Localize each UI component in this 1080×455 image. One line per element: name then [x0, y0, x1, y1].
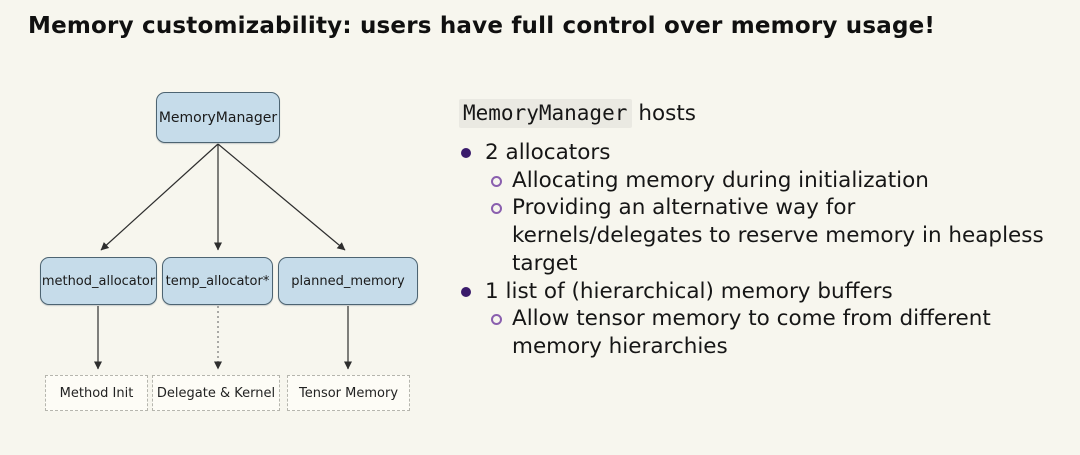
bullet-1-list-buffers: 1 list of (hierarchical) memory buffers [452, 278, 1050, 306]
bullet-providing-alternative: Providing an alternative way for kernels… [452, 194, 1050, 277]
bullet-list: 2 allocators Allocating memory during in… [452, 139, 1050, 361]
memory-manager-diagram: MemoryManager method_allocator temp_allo… [0, 0, 440, 455]
bullet-2-allocators: 2 allocators [452, 139, 1050, 167]
inline-code-memorymanager: MemoryManager [459, 99, 633, 128]
node-temp-allocator: temp_allocator* [162, 257, 273, 305]
node-planned-memory: planned_memory [278, 257, 418, 305]
bullet-allocating-memory: Allocating memory during initialization [452, 167, 1050, 195]
bullet-allow-tensor-memory: Allow tensor memory to come from differe… [452, 305, 1050, 360]
node-method-init: Method Init [45, 375, 148, 411]
node-tensor-memory: Tensor Memory [287, 375, 410, 411]
arrow-memorymanager-to-method-allocator [100, 143, 219, 251]
slide-title: Memory customizability: users have full … [28, 13, 936, 39]
node-memory-manager: MemoryManager [156, 92, 280, 143]
arrow-memorymanager-to-planned-memory [217, 143, 346, 251]
heading-text: hosts [638, 101, 696, 126]
node-delegate-kernel: Delegate & Kernel [152, 375, 280, 411]
node-method-allocator: method_allocator [40, 257, 157, 305]
